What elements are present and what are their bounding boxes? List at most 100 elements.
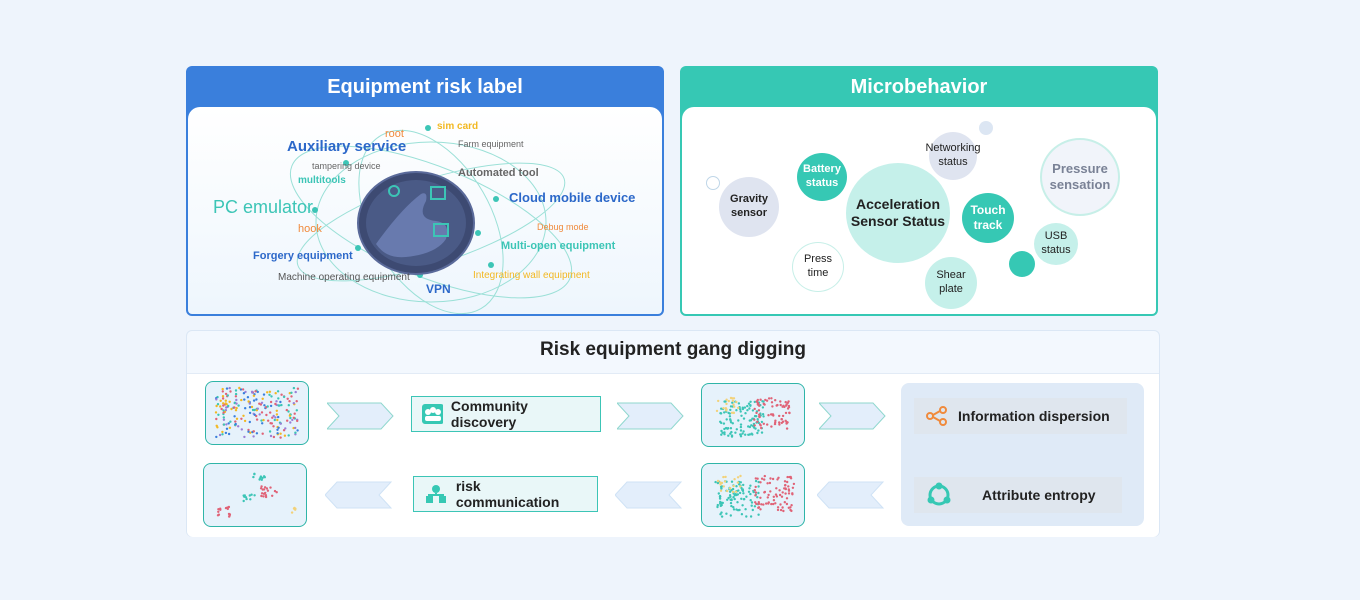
scatter-point: [730, 489, 733, 492]
scatter-point: [779, 508, 783, 512]
scatter-point: [290, 395, 293, 398]
scatter-point: [276, 418, 279, 422]
scatter-point: [782, 509, 785, 513]
scatter-point: [716, 503, 719, 507]
scatter-point: [222, 411, 225, 414]
scatter-point: [754, 491, 758, 494]
scatter-point: [781, 506, 784, 509]
scatter-point: [277, 426, 280, 429]
scatter-point: [217, 413, 220, 416]
scatter-point: [735, 428, 738, 431]
scatter-point: [763, 478, 766, 481]
gang-digging-title: Risk equipment gang digging: [540, 339, 806, 360]
scatter-point: [728, 490, 732, 493]
scatter-point: [757, 491, 760, 495]
scatter-point: [260, 485, 263, 488]
scatter-point: [218, 433, 222, 437]
scatter-point: [291, 418, 294, 422]
scatter-point: [270, 395, 273, 398]
scatter-point: [716, 479, 720, 483]
scatter-point: [250, 493, 253, 496]
scatter-point: [226, 394, 229, 397]
scatter-point: [273, 489, 277, 493]
scatter-point: [739, 474, 742, 478]
scatter-point: [227, 404, 230, 408]
scatter-point: [791, 486, 795, 489]
scatter-point: [718, 495, 722, 498]
scatter-point: [744, 433, 747, 436]
scatter-point: [296, 429, 299, 432]
scatter-point: [749, 492, 752, 496]
scatter-point: [224, 399, 227, 402]
scatter-point: [744, 508, 747, 511]
scatter-point: [248, 494, 251, 497]
scatter-point: [757, 513, 760, 516]
tag-root: root: [385, 128, 404, 140]
scatter-point: [790, 504, 793, 507]
scatter-point: [252, 430, 255, 433]
scatter-point: [785, 497, 789, 500]
scatter-point: [269, 404, 273, 408]
scatter-point: [747, 402, 751, 405]
scatter-point: [244, 407, 247, 410]
scatter-point: [230, 407, 233, 411]
scatter-point: [785, 404, 788, 407]
scatter-point: [221, 430, 224, 434]
scatter-point: [745, 495, 748, 498]
scatter-point: [260, 492, 264, 495]
scatter-point: [224, 431, 228, 435]
scatter-point: [294, 426, 297, 430]
bubble-usb-status: USB status: [1034, 223, 1078, 265]
scatter-point: [771, 405, 774, 408]
scatter-point: [219, 405, 222, 408]
scatter-point: [240, 417, 243, 420]
arrow-right-icon: [617, 402, 684, 430]
scatter-point: [723, 480, 727, 483]
scatter-point: [760, 426, 763, 430]
scatter-point: [756, 403, 760, 406]
step-community-discovery: Community discovery: [411, 396, 601, 432]
network-icon: [426, 485, 446, 503]
scatter-point: [758, 413, 761, 416]
scatter-point: [274, 402, 277, 406]
scatter-point: [748, 419, 751, 422]
scatter-point: [736, 501, 739, 504]
scatter-point: [720, 429, 723, 433]
scatter-point: [761, 406, 765, 409]
scatter-point: [729, 405, 733, 408]
scatter-point: [754, 477, 757, 480]
scatter-point: [279, 400, 282, 404]
scatter-point: [243, 398, 246, 401]
method-information-dispersion-label: Information dispersion: [958, 408, 1110, 424]
scatter-point: [749, 515, 753, 518]
scatter-point: [295, 409, 298, 412]
scatter-point: [739, 481, 742, 484]
scatter-point: [261, 476, 264, 480]
scatter-point: [786, 407, 790, 410]
scatter-point: [222, 416, 225, 419]
scatter-point: [756, 420, 759, 423]
scatter-point: [742, 417, 746, 420]
scatter-point: [755, 415, 758, 418]
scatter-point: [730, 480, 734, 483]
scatter-point: [235, 406, 238, 410]
scatter-point: [726, 489, 729, 493]
scatter-point: [224, 392, 228, 396]
scatter-point: [745, 515, 748, 518]
scatter-point: [783, 405, 786, 409]
scatter-raw: [205, 381, 309, 445]
scatter-point: [723, 433, 726, 436]
scatter-raw-plot: [214, 386, 300, 439]
scatter-point: [229, 390, 232, 393]
scatter-point: [739, 423, 743, 426]
tag-automated-tool: Automated tool: [458, 167, 539, 179]
scatter-point: [741, 488, 744, 491]
scatter-point: [750, 501, 754, 504]
scatter-point: [227, 432, 231, 436]
scatter-clustered-plot: [715, 396, 791, 438]
tag-tampering-device: tampering device: [312, 161, 381, 171]
scatter-point: [757, 501, 760, 504]
tag-cloud-mobile-device: Cloud mobile device: [509, 190, 636, 205]
scatter-point: [753, 418, 756, 421]
bubble-pressure-sensation: Pressure sensation: [1040, 138, 1120, 216]
